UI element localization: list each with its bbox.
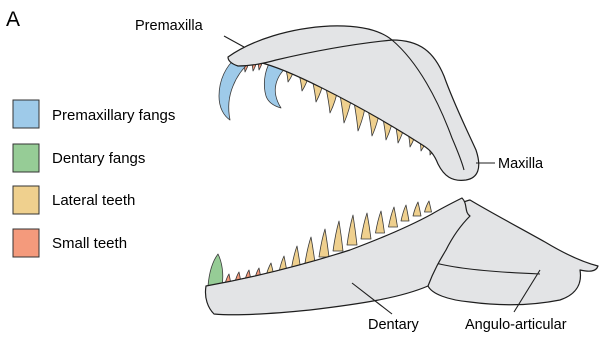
lower-lateral-tooth xyxy=(319,229,329,257)
dentary-fang xyxy=(208,254,223,286)
dentary-bone xyxy=(205,198,470,315)
callout-maxilla: Maxilla xyxy=(476,156,544,172)
upper-jaw xyxy=(219,26,479,181)
lower-lateral-tooth xyxy=(361,213,371,239)
legend-swatch-lateral-teeth xyxy=(13,186,39,214)
lower-lateral-tooth xyxy=(401,205,409,221)
lower-lateral-tooth xyxy=(413,202,421,216)
legend: Premaxillary fangs Dentary fangs Lateral… xyxy=(13,100,175,257)
lower-lateral-tooth xyxy=(425,201,432,212)
panel-label: A xyxy=(6,8,20,31)
lower-jaw xyxy=(205,198,598,315)
legend-swatch-dentary-fangs xyxy=(13,144,39,172)
legend-swatch-small-teeth xyxy=(13,229,39,257)
legend-item-premaxillary-fangs: Premaxillary fangs xyxy=(13,100,175,128)
legend-label-small-teeth: Small teeth xyxy=(52,235,127,252)
lower-lateral-tooth xyxy=(333,221,343,251)
callout-premaxilla: Premaxilla xyxy=(135,18,244,47)
legend-label-dentary-fangs: Dentary fangs xyxy=(52,150,145,167)
lower-lateral-tooth xyxy=(305,237,315,263)
legend-swatch-premaxillary-fangs xyxy=(13,100,39,128)
legend-label-premaxillary-fangs: Premaxillary fangs xyxy=(52,107,175,124)
callout-premaxilla-leader xyxy=(224,36,244,47)
lower-lateral-tooth xyxy=(376,211,385,233)
callout-dentary-label: Dentary xyxy=(368,317,420,333)
legend-item-lateral-teeth: Lateral teeth xyxy=(13,186,135,214)
legend-label-lateral-teeth: Lateral teeth xyxy=(52,192,135,209)
legend-item-small-teeth: Small teeth xyxy=(13,229,127,257)
legend-item-dentary-fangs: Dentary fangs xyxy=(13,144,145,172)
lower-lateral-tooth xyxy=(389,207,398,227)
callout-angulo-articular-label: Angulo-articular xyxy=(465,317,567,333)
callout-premaxilla-label: Premaxilla xyxy=(135,18,204,34)
lower-lateral-tooth xyxy=(347,215,357,245)
callout-maxilla-label: Maxilla xyxy=(498,156,544,172)
